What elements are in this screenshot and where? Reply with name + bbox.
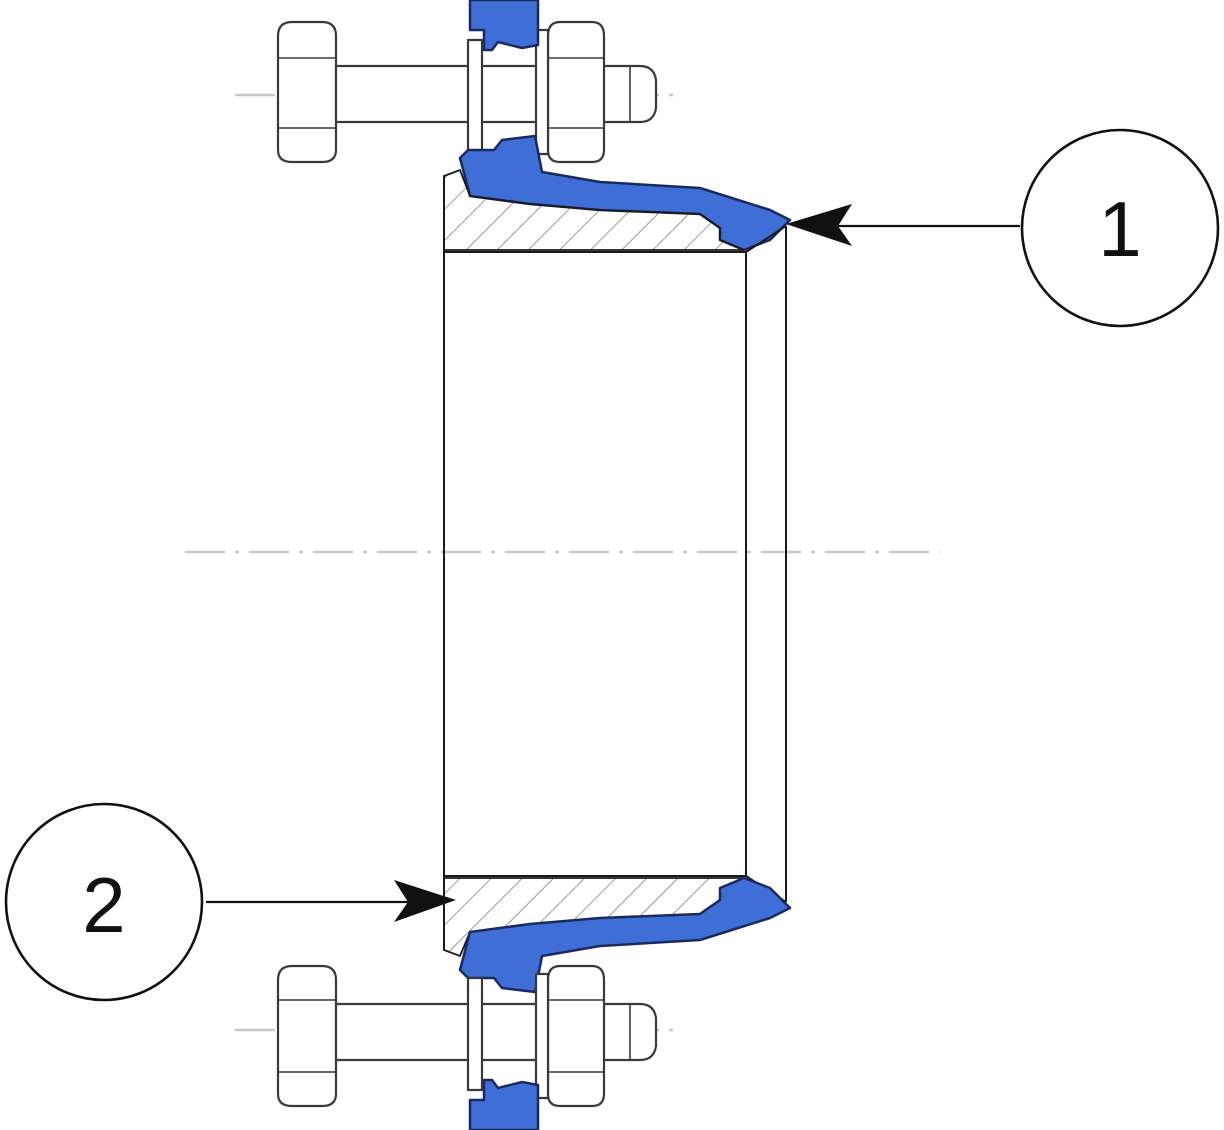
- top-pipe-wall-hatch: [443, 168, 745, 251]
- callout-2-circle: [4, 802, 204, 1002]
- top-bolt-head: [276, 20, 338, 164]
- bottom-bolt-shank: [334, 1002, 658, 1062]
- top-nut: [546, 20, 606, 164]
- callout-2: 2: [4, 802, 456, 1002]
- top-bolt-assembly: [276, 20, 658, 164]
- callout-1-label: 1: [1098, 185, 1141, 273]
- pipe-body: [443, 176, 787, 950]
- bottom-nut: [546, 964, 606, 1108]
- callout-2-arrowhead: [394, 880, 456, 922]
- top-clamp-upper: [468, 0, 540, 52]
- callout-2-label: 2: [82, 861, 125, 949]
- bottom-seal-ring: [458, 876, 792, 994]
- callout-1: 1: [786, 128, 1220, 328]
- top-bolt-shank: [334, 64, 658, 124]
- bottom-clamp-lower: [468, 1078, 540, 1130]
- bottom-bolt-head: [276, 964, 338, 1108]
- callout-1-circle: [1020, 128, 1220, 328]
- callout-1-arrowhead: [786, 204, 852, 246]
- bottom-bolt-assembly: [276, 964, 658, 1108]
